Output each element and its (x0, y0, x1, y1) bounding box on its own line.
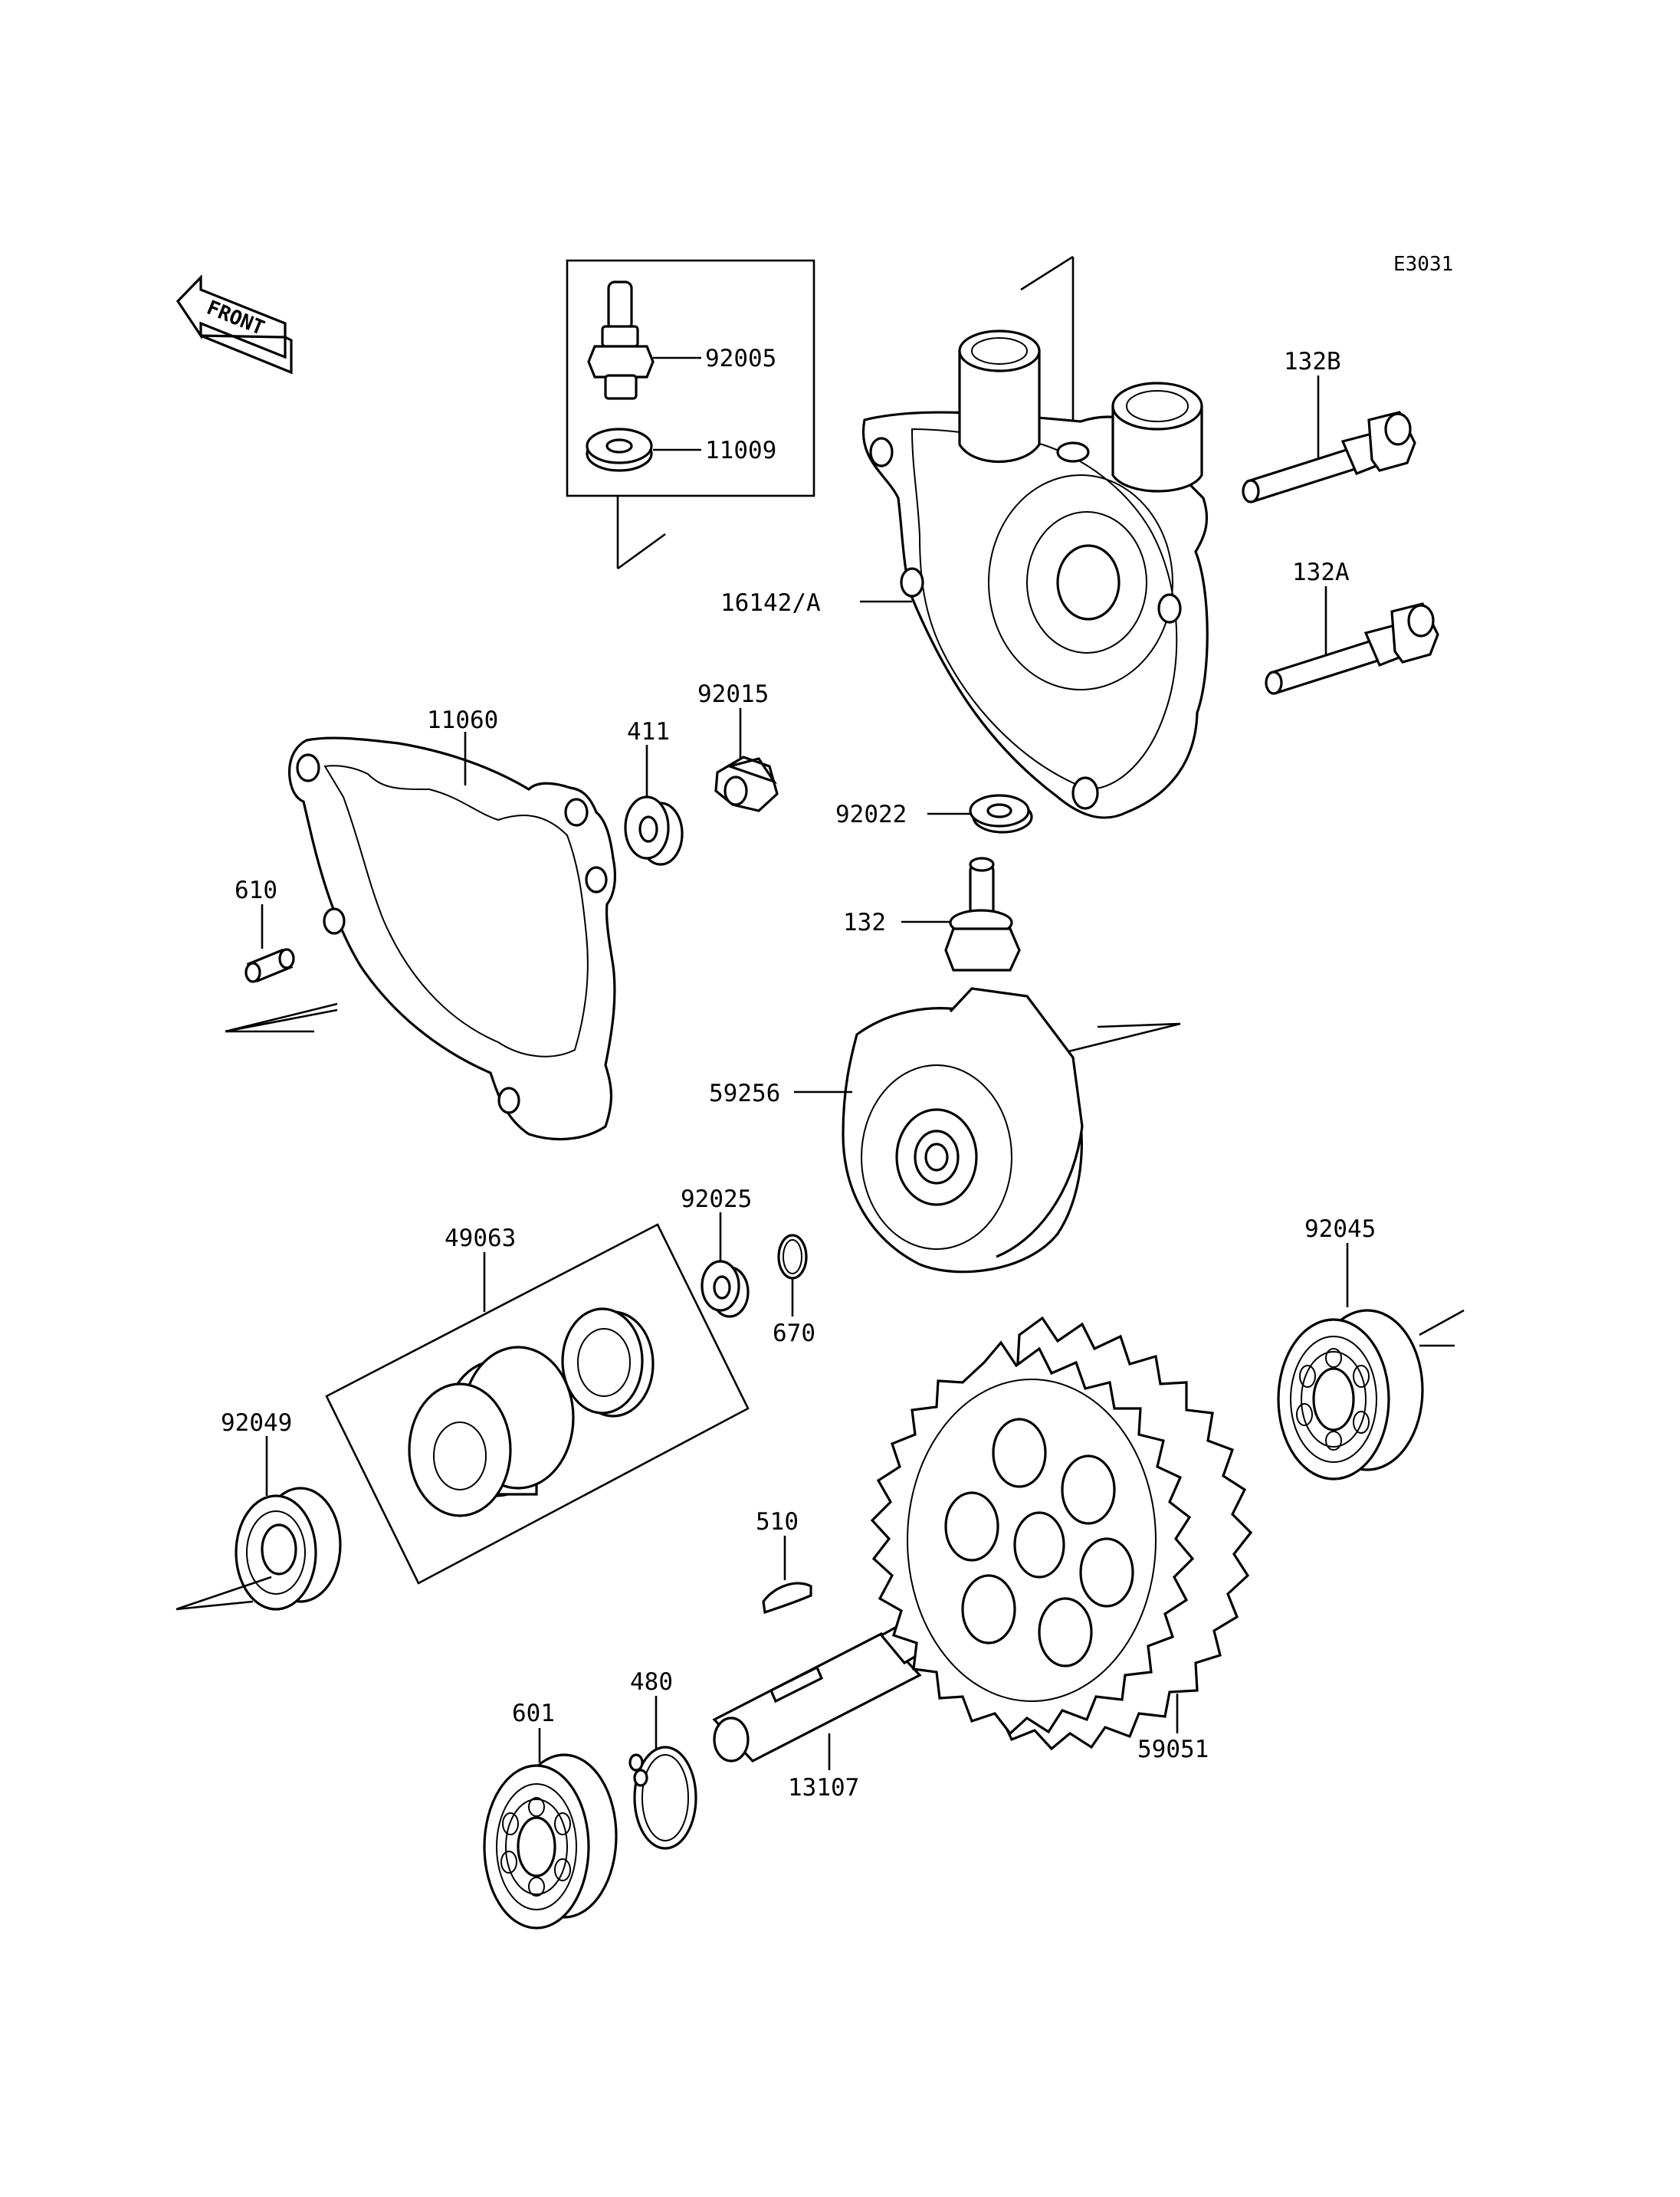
circlip-480: 480 (628, 1668, 697, 1850)
impeller-59256: 59256 (709, 987, 1181, 1274)
front-arrow-icon: FRONT (176, 274, 293, 375)
gasket-11060: 11060 (288, 707, 616, 1141)
bearing-92045: 92045 (1277, 1215, 1424, 1481)
bolt-132A: 132A (1265, 559, 1439, 695)
bolt-132B: 132B (1242, 348, 1416, 503)
label-49063: 49063 (445, 1225, 516, 1252)
bearing-92049-leader (176, 1576, 272, 1611)
mechanical-seal-49063: 49063 (325, 1223, 750, 1585)
bearing-92049: 92049 (221, 1409, 342, 1611)
label-11060: 11060 (427, 707, 498, 734)
label-92025: 92025 (681, 1185, 752, 1213)
o-ring-670: 670 (773, 1234, 815, 1347)
seal-92025: 92025 (681, 1185, 752, 1318)
label-670: 670 (773, 1320, 815, 1347)
label-132: 132 (843, 909, 886, 936)
bolt-132: 132 (843, 857, 1021, 972)
label-480: 480 (630, 1668, 673, 1696)
label-59051: 59051 (1137, 1736, 1209, 1763)
drain-bolt-inset: 92005 11009 (566, 259, 815, 570)
label-13107: 13107 (788, 1774, 859, 1802)
diagram-code: E3031 (1393, 253, 1453, 276)
washer-11009 (586, 428, 653, 472)
label-510: 510 (756, 1508, 799, 1536)
dowel-pin-610: 610 (235, 877, 295, 983)
label-610: 610 (235, 877, 277, 904)
label-92015: 92015 (697, 680, 769, 708)
label-11009: 11009 (705, 437, 776, 464)
label-411: 411 (627, 718, 670, 746)
fitting-92005 (587, 280, 655, 400)
label-132B: 132B (1284, 348, 1341, 375)
bearing-92045-leader (1419, 1309, 1465, 1347)
label-132A: 132A (1292, 559, 1350, 586)
label-16142A: 16142/A (720, 589, 821, 617)
label-601: 601 (512, 1700, 555, 1727)
gear-59051: 59051 (870, 1316, 1253, 1763)
gasket-leader-lines (225, 1002, 338, 1033)
washer-92022: 92022 (835, 794, 1033, 834)
nut-92015: 92015 (697, 680, 779, 812)
key-510: 510 (756, 1508, 812, 1615)
label-59256: 59256 (709, 1080, 780, 1107)
label-92049: 92049 (221, 1409, 292, 1437)
label-92022: 92022 (835, 801, 907, 828)
bearing-601: 601 (483, 1700, 618, 1930)
label-92005: 92005 (705, 345, 776, 372)
label-92045: 92045 (1304, 1215, 1376, 1243)
pump-cover-16142A: 16142/A (720, 255, 1209, 819)
washer-411: 411 (624, 718, 684, 866)
